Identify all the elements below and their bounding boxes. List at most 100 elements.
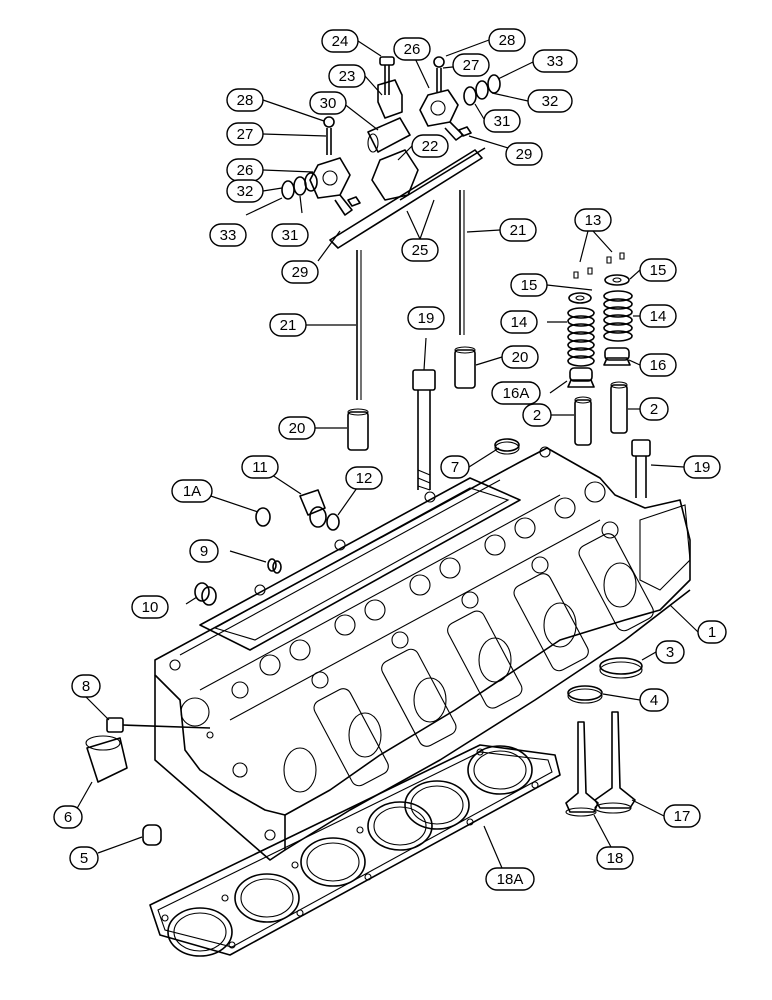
valve-keepers xyxy=(573,252,625,279)
head-bolt-long xyxy=(412,369,436,491)
adjusting-screw-right xyxy=(433,56,445,92)
callout-6: 6 xyxy=(53,805,83,829)
callout-32: 32 xyxy=(527,89,573,113)
svg-text:15: 15 xyxy=(650,262,667,279)
svg-text:29: 29 xyxy=(516,146,533,163)
socket-right xyxy=(458,126,472,137)
callout-16: 16 xyxy=(639,353,677,377)
adjusting-screw-left xyxy=(323,116,335,155)
callout-24: 24 xyxy=(321,29,359,53)
cup-plug-7 xyxy=(494,438,520,455)
callout-21: 21 xyxy=(499,218,537,242)
svg-text:18A: 18A xyxy=(497,871,524,888)
plug-8 xyxy=(106,717,211,733)
exhaust-valve xyxy=(594,711,636,814)
svg-text:30: 30 xyxy=(320,95,337,112)
intake-valve xyxy=(565,721,599,817)
callout-26: 26 xyxy=(226,158,264,182)
callout-10: 10 xyxy=(131,595,169,619)
svg-text:1A: 1A xyxy=(183,483,201,500)
callout-9: 9 xyxy=(189,539,219,563)
callout-14: 14 xyxy=(500,310,538,334)
svg-text:23: 23 xyxy=(339,68,356,85)
valve-spring-exhaust xyxy=(603,290,633,342)
rocker-shaft xyxy=(329,147,486,249)
svg-text:31: 31 xyxy=(282,227,299,244)
callout-23: 23 xyxy=(328,64,366,88)
callout-31: 31 xyxy=(483,109,521,133)
callout-21: 21 xyxy=(269,313,307,337)
spring-retainer-exhaust xyxy=(604,274,630,286)
callout-8: 8 xyxy=(71,674,101,698)
callout-15: 15 xyxy=(510,273,548,297)
svg-text:19: 19 xyxy=(418,310,435,327)
svg-text:12: 12 xyxy=(356,470,373,487)
callout-26: 26 xyxy=(393,37,431,61)
callout-27: 27 xyxy=(452,53,490,77)
expansion-plug-9 xyxy=(267,558,282,574)
push-rod-left xyxy=(356,250,362,400)
callout-5: 5 xyxy=(69,846,99,870)
svg-text:32: 32 xyxy=(542,93,559,110)
svg-text:26: 26 xyxy=(237,162,254,179)
callout-2: 2 xyxy=(639,397,669,421)
svg-text:25: 25 xyxy=(412,242,429,259)
svg-text:32: 32 xyxy=(237,183,254,200)
callout-25: 25 xyxy=(401,238,439,262)
callout-7: 7 xyxy=(440,455,470,479)
svg-text:21: 21 xyxy=(280,317,297,334)
callout-14: 14 xyxy=(639,304,677,328)
callout-28: 28 xyxy=(226,88,264,112)
svg-text:20: 20 xyxy=(289,420,306,437)
callout-29: 29 xyxy=(281,260,319,284)
callouts: 24 26 28 27 33 23 32 28 30 31 27 22 29 2… xyxy=(53,28,727,891)
o-ring-12 xyxy=(326,513,340,531)
socket-left xyxy=(347,196,361,207)
svg-text:2: 2 xyxy=(533,407,541,424)
svg-text:16A: 16A xyxy=(503,385,530,402)
svg-text:27: 27 xyxy=(237,126,254,143)
rocker-arm-left xyxy=(309,157,353,216)
valve-seat-insert-exhaust xyxy=(599,657,643,679)
callout-4: 4 xyxy=(639,688,669,712)
tappet-right xyxy=(454,346,476,389)
svg-text:21: 21 xyxy=(510,222,527,239)
svg-text:27: 27 xyxy=(463,57,480,74)
svg-text:6: 6 xyxy=(64,809,72,826)
callout-33: 33 xyxy=(209,223,247,247)
callout-3: 3 xyxy=(655,640,685,664)
svg-text:3: 3 xyxy=(666,644,674,661)
svg-text:14: 14 xyxy=(650,308,667,325)
valve-seat-insert-intake xyxy=(567,685,603,704)
valve-stem-seal-16a xyxy=(567,367,595,388)
callout-28: 28 xyxy=(488,28,526,52)
valve-guide-intake xyxy=(574,396,592,446)
callout-18a: 18A xyxy=(485,867,535,891)
callout-29: 29 xyxy=(505,142,543,166)
svg-text:29: 29 xyxy=(292,264,309,281)
svg-text:19: 19 xyxy=(694,459,711,476)
svg-text:14: 14 xyxy=(511,314,528,331)
plug-5 xyxy=(142,824,162,846)
svg-text:9: 9 xyxy=(200,543,208,560)
rocker-bolt xyxy=(379,56,395,95)
svg-text:33: 33 xyxy=(220,227,237,244)
svg-text:10: 10 xyxy=(142,599,159,616)
fitting-11 xyxy=(299,489,327,528)
svg-text:5: 5 xyxy=(80,850,88,867)
svg-text:4: 4 xyxy=(650,692,658,709)
callout-27: 27 xyxy=(226,122,264,146)
callout-11: 11 xyxy=(241,455,279,479)
callout-20: 20 xyxy=(501,345,539,369)
callout-1a: 1A xyxy=(171,479,213,503)
callout-18: 18 xyxy=(596,846,634,870)
svg-text:33: 33 xyxy=(547,53,564,70)
cylinder-head xyxy=(154,446,691,861)
svg-text:20: 20 xyxy=(512,349,529,366)
callout-19: 19 xyxy=(683,455,721,479)
rocker-washers-right xyxy=(463,74,501,106)
svg-text:1: 1 xyxy=(708,624,716,641)
head-bolt-short xyxy=(631,439,651,498)
callout-30: 30 xyxy=(309,91,347,115)
rocker-washers-left xyxy=(281,172,318,200)
